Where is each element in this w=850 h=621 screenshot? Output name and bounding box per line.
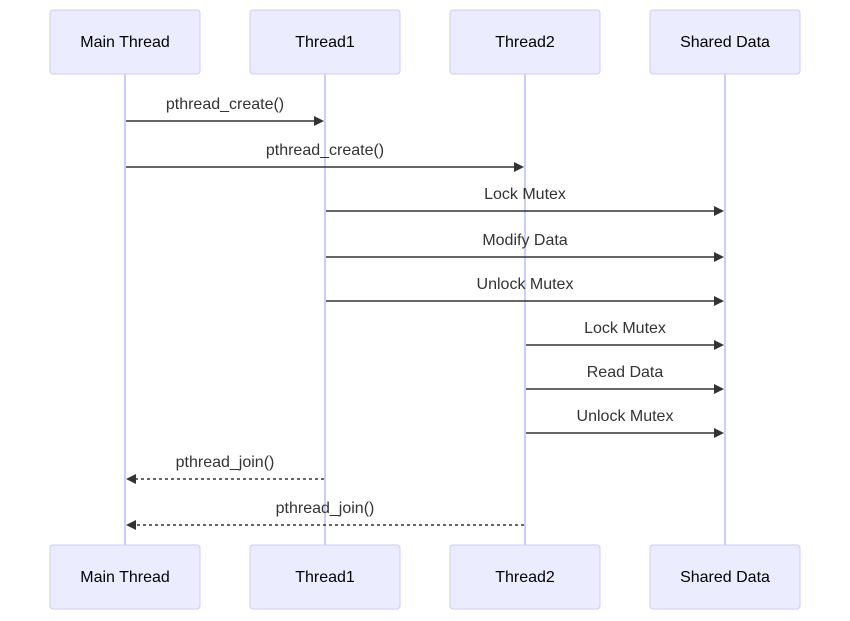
arrowhead-icon bbox=[714, 384, 724, 394]
message-7: Read Data bbox=[526, 364, 724, 394]
message-1: pthread_create() bbox=[126, 96, 324, 126]
participant-shared-bottom: Shared Data bbox=[649, 544, 801, 610]
participant-label: Thread1 bbox=[295, 34, 355, 51]
message-label: pthread_join() bbox=[176, 454, 275, 471]
arrowhead-icon bbox=[714, 340, 724, 350]
message-label: Unlock Mutex bbox=[477, 276, 574, 293]
arrowhead-icon bbox=[126, 474, 136, 484]
message-2: pthread_create() bbox=[126, 142, 524, 172]
participant-box bbox=[449, 9, 601, 75]
participant-t2-top: Thread2 bbox=[449, 9, 601, 75]
message-label: Lock Mutex bbox=[484, 186, 566, 203]
message-label: pthread_join() bbox=[276, 500, 375, 517]
message-5: Unlock Mutex bbox=[326, 276, 724, 306]
participants-top: Main Thread Thread1 Thread2 Shared Data bbox=[49, 9, 801, 75]
participant-label: Main Thread bbox=[80, 569, 170, 586]
message-label: Modify Data bbox=[482, 232, 567, 249]
participant-t1-bottom: Thread1 bbox=[249, 544, 401, 610]
participant-label: Thread1 bbox=[295, 569, 355, 586]
arrowhead-icon bbox=[714, 428, 724, 438]
message-8: Unlock Mutex bbox=[526, 408, 724, 438]
message-9: pthread_join() bbox=[126, 454, 324, 484]
message-6: Lock Mutex bbox=[526, 320, 724, 350]
participant-label: Shared Data bbox=[680, 569, 770, 586]
participant-t1-top: Thread1 bbox=[249, 9, 401, 75]
message-label: Unlock Mutex bbox=[577, 408, 674, 425]
messages: pthread_create() pthread_create() Lock Mut… bbox=[126, 96, 724, 530]
message-label: pthread_create() bbox=[166, 96, 284, 113]
participant-box bbox=[249, 544, 401, 610]
participant-label: Thread2 bbox=[495, 34, 555, 51]
message-label: Read Data bbox=[587, 364, 664, 381]
participant-main-bottom: Main Thread bbox=[49, 544, 201, 610]
arrowhead-icon bbox=[514, 162, 524, 172]
message-label: pthread_create() bbox=[266, 142, 384, 159]
participant-box bbox=[49, 9, 201, 75]
arrowhead-icon bbox=[714, 252, 724, 262]
message-label: Lock Mutex bbox=[584, 320, 666, 337]
participant-label: Main Thread bbox=[80, 34, 170, 51]
participant-label: Thread2 bbox=[495, 569, 555, 586]
message-3: Lock Mutex bbox=[326, 186, 724, 216]
arrowhead-icon bbox=[126, 520, 136, 530]
participants-bottom: Main Thread Thread1 Thread2 Shared Data bbox=[49, 544, 801, 610]
lifelines bbox=[124, 74, 726, 545]
participant-box bbox=[49, 544, 201, 610]
message-10: pthread_join() bbox=[126, 500, 524, 530]
participant-shared-top: Shared Data bbox=[649, 9, 801, 75]
arrowhead-icon bbox=[714, 206, 724, 216]
participant-box bbox=[649, 9, 801, 75]
participant-main-top: Main Thread bbox=[49, 9, 201, 75]
participant-box bbox=[249, 9, 401, 75]
arrowhead-icon bbox=[714, 296, 724, 306]
participant-box bbox=[649, 544, 801, 610]
message-4: Modify Data bbox=[326, 232, 724, 262]
participant-label: Shared Data bbox=[680, 34, 770, 51]
participant-box bbox=[449, 544, 601, 610]
participant-t2-bottom: Thread2 bbox=[449, 544, 601, 610]
arrowhead-icon bbox=[314, 116, 324, 126]
